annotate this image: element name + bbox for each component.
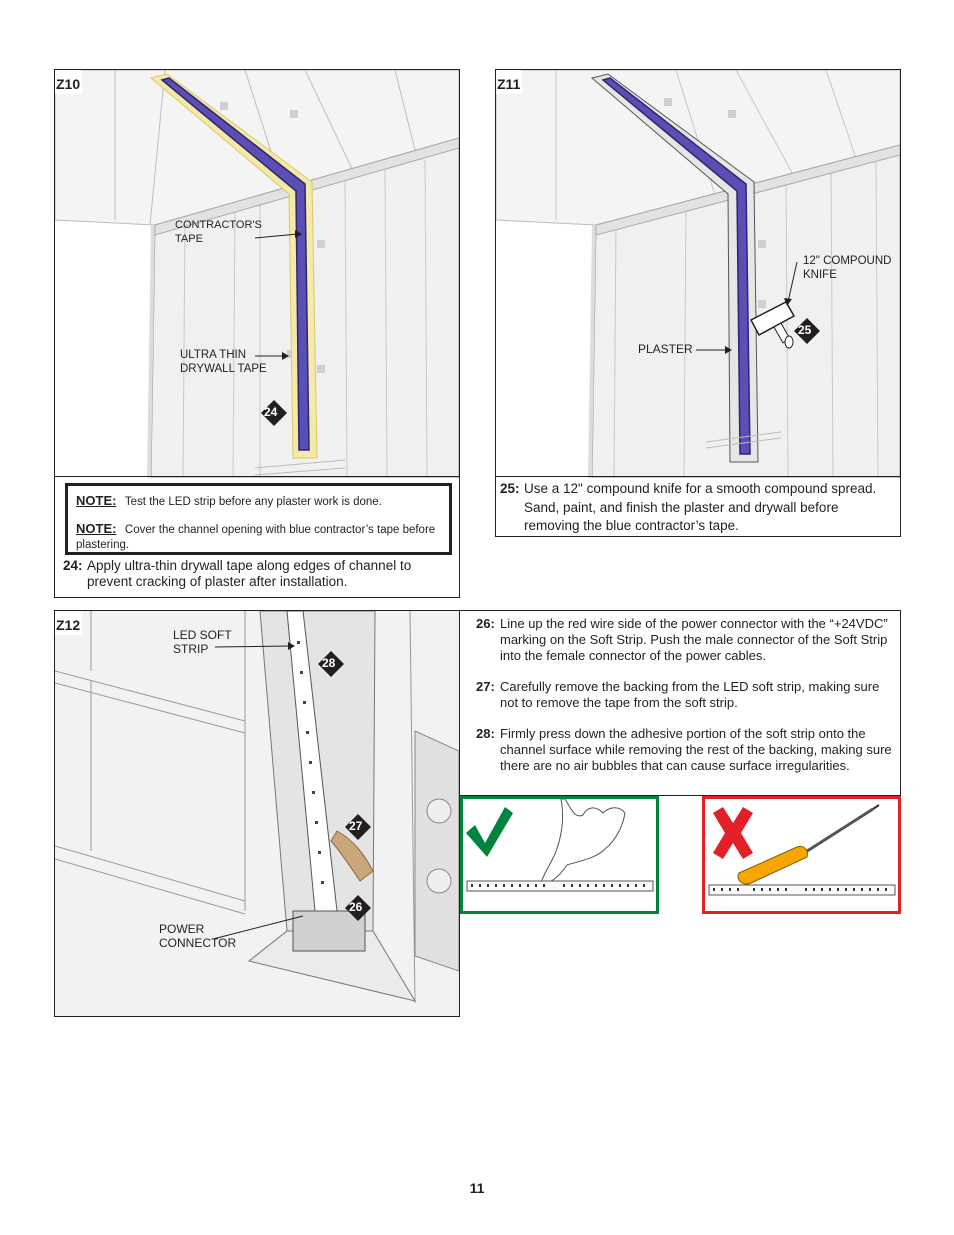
panel-label-z12: Z12 (55, 611, 83, 635)
note-2-label: NOTE: (76, 521, 117, 536)
step-27: 27: Carefully remove the backing from th… (476, 679, 894, 711)
callout-compound-knife: 12" COMPOUND KNIFE (803, 255, 892, 281)
panel-label-z10: Z10 (55, 70, 83, 94)
step-25-text: Use a 12" compound knife for a smooth co… (524, 481, 877, 533)
step-28-num: 28: (476, 726, 495, 741)
note-2-text: Cover the channel opening with blue cont… (76, 524, 436, 551)
panel-z11: Z11 12" COMPOUND KN (495, 69, 901, 537)
step-26-num: 26: (476, 616, 495, 631)
step-badge-27 (345, 814, 371, 840)
step-28: 28: Firmly press down the adhesive porti… (476, 726, 894, 774)
step-badge-25 (794, 318, 820, 344)
step-25: 25: Use a 12" compound knife for a smoot… (500, 480, 895, 536)
step-badge-28-label: 28 (322, 656, 336, 670)
note-box: NOTE: Test the LED strip before any plas… (65, 483, 452, 555)
correct-example-illustration (466, 798, 654, 892)
panel-z12: Z12 (54, 610, 460, 1017)
note-1-text: Test the LED strip before any plaster wo… (124, 496, 382, 508)
note-2: NOTE: Cover the channel opening with blu… (76, 522, 441, 552)
correct-example (460, 796, 659, 914)
incorrect-example-illustration (708, 804, 896, 896)
z10-illustration (55, 70, 459, 478)
z12-illustration (55, 611, 459, 1016)
step-24: 24: Apply ultra-thin drywall tape along … (63, 558, 451, 590)
step-badge-27-label: 27 (349, 819, 363, 833)
x-mark-icon (713, 807, 753, 859)
panel-z10: Z10 (54, 69, 460, 598)
screwdriver-icon (737, 804, 880, 885)
step-26: 26: Line up the red wire side of the pow… (476, 616, 894, 664)
incorrect-example (702, 796, 901, 914)
step-badge-26 (345, 895, 371, 921)
callout-led-soft-strip: LED SOFT STRIP (173, 628, 232, 656)
panel-label-z11: Z11 (496, 70, 523, 94)
note-1-label: NOTE: (76, 493, 117, 508)
compound-knife-icon (749, 301, 796, 349)
step-badge-24 (261, 400, 287, 426)
step-badge-24-label: 24 (264, 405, 278, 419)
step-badge-25-label: 25 (798, 323, 812, 337)
step-27-text: Carefully remove the backing from the LE… (500, 679, 880, 710)
callout-plaster: PLASTER (638, 342, 693, 356)
step-24-num: 24: (63, 558, 83, 573)
step-27-num: 27: (476, 679, 495, 694)
page-number: 11 (469, 1180, 485, 1196)
step-24-text: Apply ultra-thin drywall tape along edge… (87, 558, 412, 589)
step-25-num: 25: (500, 481, 520, 496)
callout-power-connector: POWER CONNECTOR (159, 922, 237, 950)
callout-drywall-tape: ULTRA THIN DRYWALL TAPE (180, 349, 267, 375)
z11-divider (496, 476, 900, 477)
z11-illustration (496, 70, 900, 478)
callout-contractors-tape: CONTRACTOR'S TAPE (175, 219, 262, 245)
z10-divider (55, 476, 459, 477)
step-28-text: Firmly press down the adhesive portion o… (500, 726, 892, 773)
checkmark-icon (466, 807, 513, 857)
note-1: NOTE: Test the LED strip before any plas… (76, 492, 441, 510)
steps-26-28-box: 26: Line up the red wire side of the pow… (459, 610, 901, 796)
step-badge-26-label: 26 (349, 900, 363, 914)
step-26-text: Line up the red wire side of the power c… (500, 616, 888, 663)
step-badge-28 (318, 651, 344, 677)
